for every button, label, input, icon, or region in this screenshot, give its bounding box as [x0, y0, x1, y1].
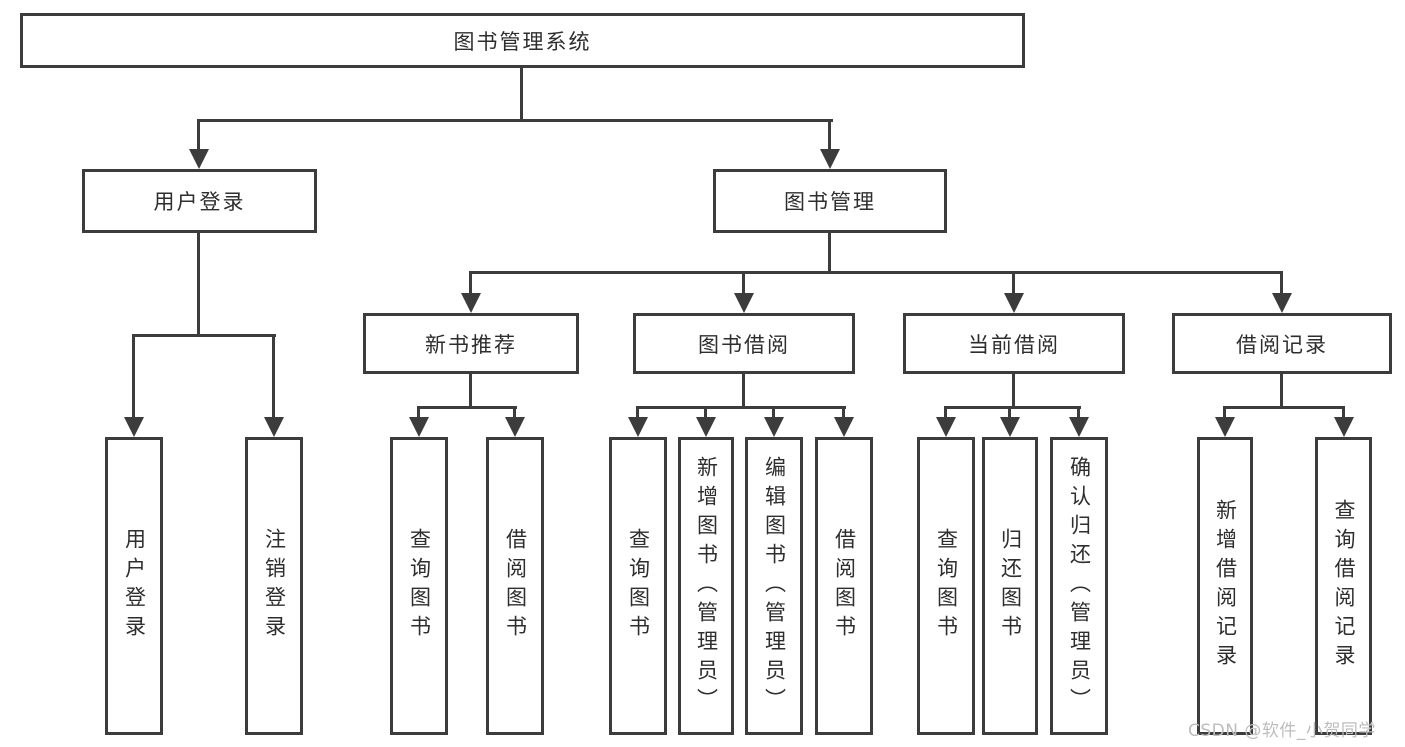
leaf-recommend-query-book-label: 查询图书 — [407, 528, 432, 644]
connector-line — [520, 68, 523, 122]
arrow-down-icon — [1069, 417, 1089, 437]
leaf-edit-book-admin-label: 编辑图书（管理员） — [762, 455, 787, 717]
node-new-book-recommend: 新书推荐 — [363, 313, 579, 374]
connector-line — [1012, 271, 1015, 297]
leaf-query-borrow-record-label: 查询借阅记录 — [1332, 499, 1356, 673]
arrow-down-icon — [264, 417, 284, 437]
leaf-return-book-label: 归还图书 — [998, 528, 1023, 644]
connector-line — [197, 233, 200, 337]
csdn-watermark: CSDN @软件_小贺同学 — [1188, 721, 1376, 741]
leaf-add-book-admin: 新增图书（管理员） — [678, 437, 734, 735]
arrow-down-icon — [696, 417, 716, 437]
connector-line — [469, 374, 472, 409]
connector-line — [1280, 374, 1283, 409]
leaf-borrow-query-book-label: 查询图书 — [626, 528, 651, 644]
leaf-return-book: 归还图书 — [982, 437, 1038, 735]
leaf-add-borrow-record: 新增借阅记录 — [1197, 437, 1253, 735]
connector-line — [1342, 406, 1345, 421]
arrow-down-icon — [820, 149, 840, 169]
connector-line — [1008, 406, 1011, 421]
arrow-down-icon — [124, 417, 144, 437]
connector-line — [272, 334, 275, 421]
node-book-borrow: 图书借阅 — [633, 313, 855, 374]
leaf-query-borrow-record: 查询借阅记录 — [1315, 437, 1372, 735]
connector-line — [1012, 374, 1015, 409]
node-user-login: 用户登录 — [82, 169, 317, 233]
connector-line — [842, 406, 845, 421]
leaf-borrow-book-label: 借阅图书 — [832, 528, 857, 644]
connector-line — [742, 374, 745, 409]
node-root-label: 图书管理系统 — [453, 29, 592, 54]
connector-line — [704, 406, 707, 421]
leaf-confirm-return-admin-label: 确认归还（管理员） — [1067, 455, 1092, 717]
connector-line — [636, 406, 846, 409]
node-book-management: 图书管理 — [713, 169, 947, 233]
connector-line — [1223, 406, 1226, 421]
leaf-current-query-book-label: 查询图书 — [934, 528, 959, 644]
connector-line — [944, 406, 1081, 409]
leaf-recommend-borrow-book: 借阅图书 — [486, 437, 544, 735]
node-new-book-recommend-label: 新书推荐 — [425, 332, 517, 357]
leaf-logout-label: 注销登录 — [262, 528, 287, 644]
connector-line — [132, 334, 135, 421]
leaf-current-query-book: 查询图书 — [917, 437, 975, 735]
arrow-down-icon — [461, 293, 481, 313]
arrow-down-icon — [1000, 417, 1020, 437]
leaf-add-borrow-record-label: 新增借阅记录 — [1213, 499, 1238, 673]
connector-line — [197, 119, 833, 122]
arrow-down-icon — [764, 417, 784, 437]
arrow-down-icon — [936, 417, 956, 437]
leaf-borrow-book: 借阅图书 — [815, 437, 873, 735]
connector-line — [132, 334, 276, 337]
leaf-user-login-label: 用户登录 — [122, 528, 147, 644]
arrow-down-icon — [734, 293, 754, 313]
connector-line — [417, 406, 517, 409]
arrow-down-icon — [628, 417, 648, 437]
leaf-logout: 注销登录 — [245, 437, 303, 735]
connector-line — [469, 271, 1283, 274]
connector-line — [636, 406, 639, 421]
node-current-borrow-label: 当前借阅 — [968, 332, 1060, 357]
arrow-down-icon — [409, 417, 429, 437]
connector-line — [417, 406, 420, 421]
node-user-login-label: 用户登录 — [153, 190, 246, 214]
leaf-confirm-return-admin: 确认归还（管理员） — [1050, 437, 1108, 735]
arrow-down-icon — [1334, 417, 1354, 437]
connector-line — [197, 119, 200, 153]
connector-line — [1223, 406, 1345, 409]
connector-line — [1280, 271, 1283, 297]
arrow-down-icon — [1004, 293, 1024, 313]
connector-line — [513, 406, 516, 421]
node-root: 图书管理系统 — [20, 13, 1025, 68]
leaf-edit-book-admin: 编辑图书（管理员） — [745, 437, 803, 735]
arrow-down-icon — [189, 149, 209, 169]
node-book-borrow-label: 图书借阅 — [698, 332, 790, 357]
arrow-down-icon — [1272, 293, 1292, 313]
leaf-recommend-query-book: 查询图书 — [390, 437, 448, 735]
connector-line — [742, 271, 745, 297]
arrow-down-icon — [1215, 417, 1235, 437]
arrow-down-icon — [505, 417, 525, 437]
leaf-user-login: 用户登录 — [105, 437, 163, 735]
node-book-management-label: 图书管理 — [784, 190, 876, 214]
node-borrow-records: 借阅记录 — [1172, 313, 1392, 374]
leaf-recommend-borrow-book-label: 借阅图书 — [503, 528, 528, 644]
leaf-add-book-admin-label: 新增图书（管理员） — [694, 455, 719, 717]
connector-line — [469, 271, 472, 297]
connector-line — [772, 406, 775, 421]
arrow-down-icon — [834, 417, 854, 437]
connector-line — [944, 406, 947, 421]
connector-line — [828, 233, 831, 274]
connector-line — [828, 119, 831, 153]
leaf-borrow-query-book: 查询图书 — [609, 437, 667, 735]
connector-line — [1077, 406, 1080, 421]
node-borrow-records-label: 借阅记录 — [1236, 332, 1328, 357]
node-current-borrow: 当前借阅 — [903, 313, 1125, 374]
